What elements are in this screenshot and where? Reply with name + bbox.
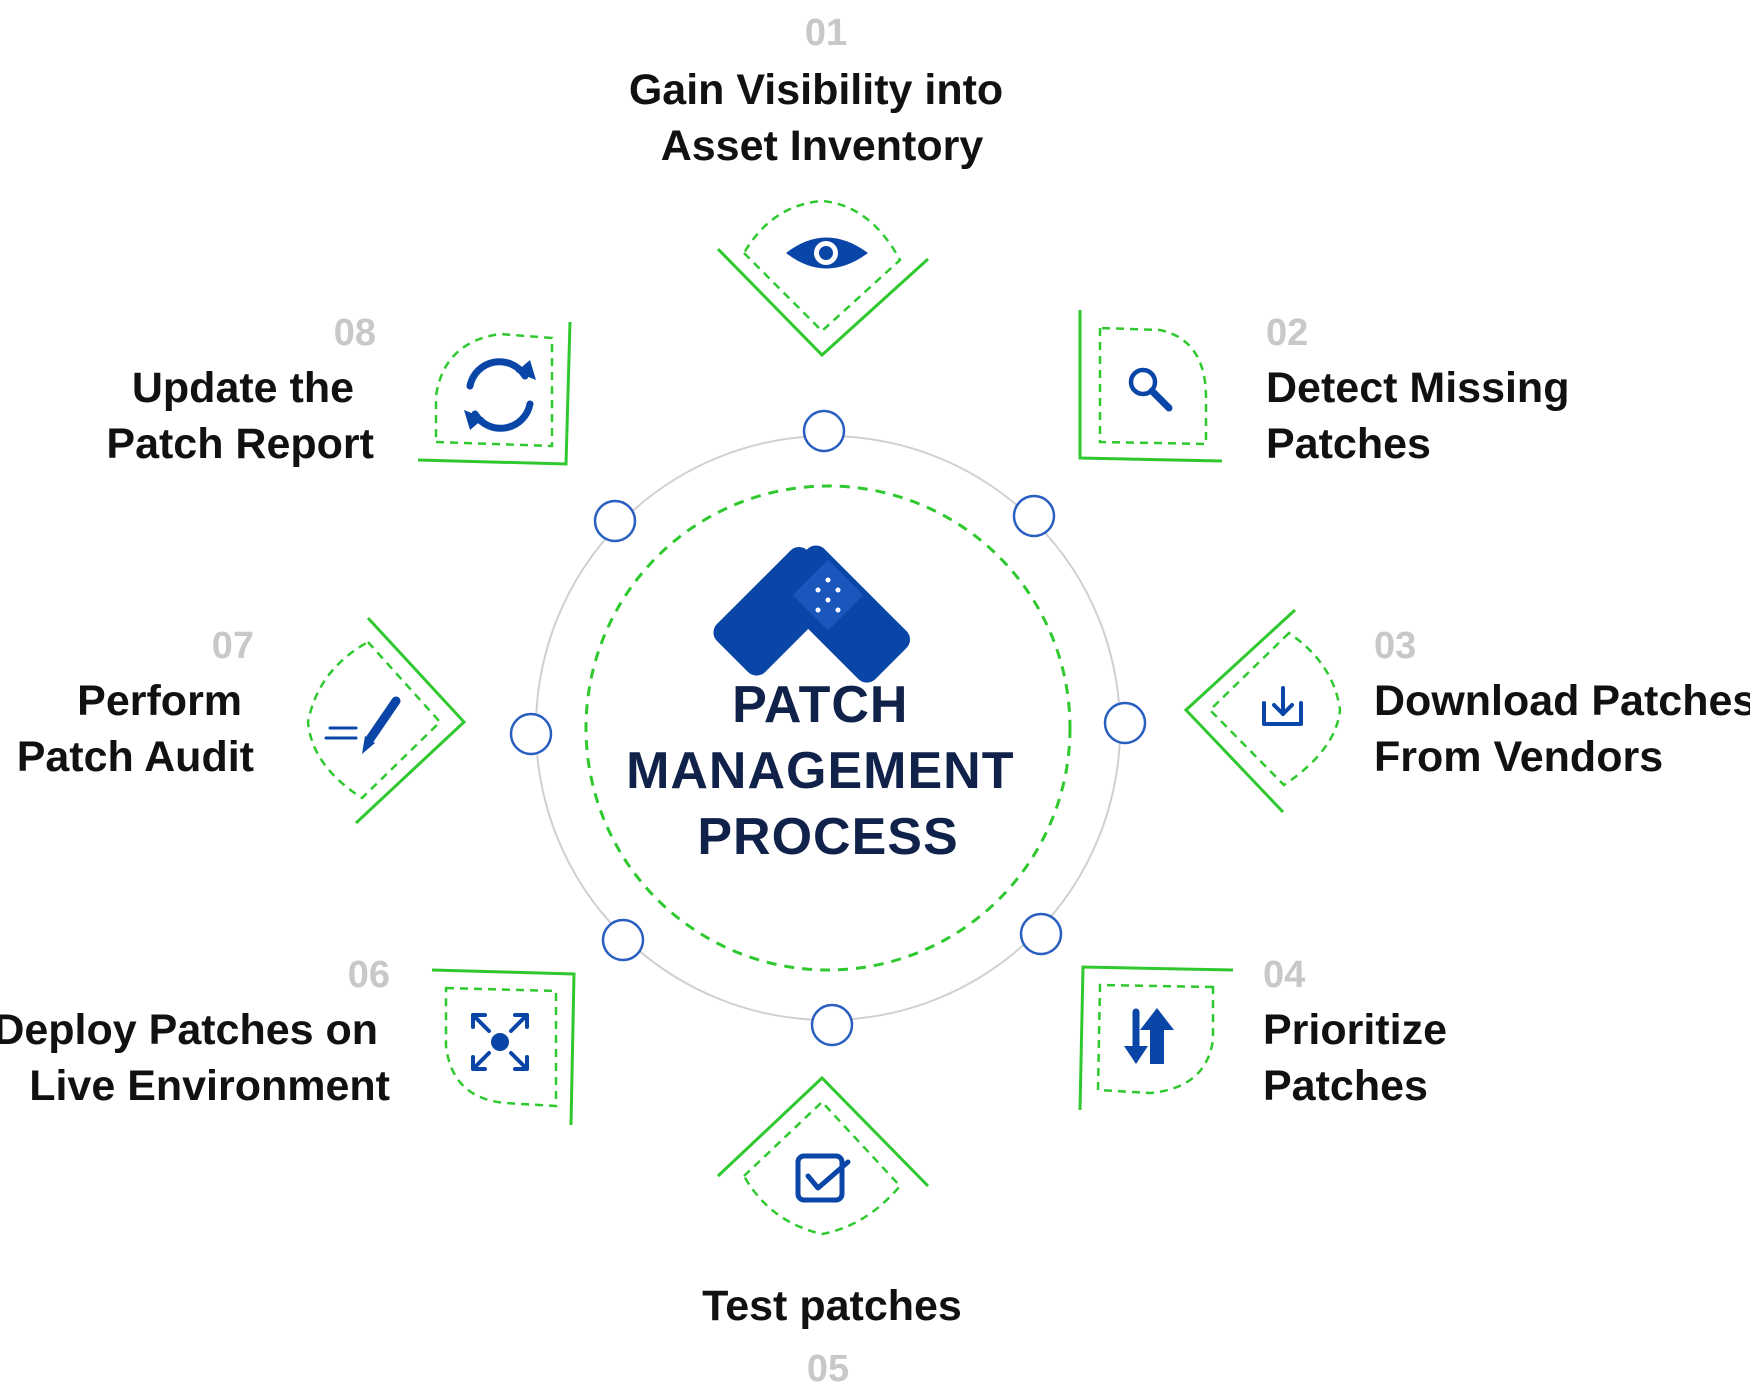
step-title: Deploy Patches on Live Environment bbox=[0, 1006, 390, 1110]
pencil-icon bbox=[324, 696, 401, 754]
step-01: 01 Gain Visibility into Asset Inventory bbox=[629, 12, 1015, 358]
step-number: 03 bbox=[1374, 625, 1416, 667]
magnifier-icon bbox=[1128, 367, 1173, 412]
step-02: 02 Detect Missing Patches bbox=[1078, 310, 1581, 468]
ring-node-02 bbox=[1012, 494, 1056, 538]
inner-dashed-ring bbox=[584, 484, 1072, 972]
step-number: 08 bbox=[334, 312, 376, 354]
center-title-line-3: PROCESS bbox=[697, 808, 958, 866]
refresh-icon bbox=[464, 358, 536, 432]
step-number: 05 bbox=[807, 1348, 849, 1383]
step-frame bbox=[431, 968, 576, 1126]
step-number: 02 bbox=[1266, 312, 1308, 354]
expand-arrows-icon bbox=[471, 1013, 529, 1071]
step-03: 03 Download Patches From Vendors bbox=[1183, 608, 1750, 814]
step-number: 07 bbox=[212, 625, 254, 667]
step-frame bbox=[306, 616, 467, 825]
center-title: PATCH MANAGEMENT PROCESS bbox=[626, 676, 1030, 866]
ring-node-04 bbox=[1019, 912, 1063, 956]
step-title: Download Patches From Vendors bbox=[1374, 677, 1750, 781]
ring-node-06 bbox=[601, 918, 645, 962]
step-title: Test patches bbox=[702, 1282, 962, 1330]
eye-icon bbox=[786, 237, 868, 269]
step-title: Prioritize Patches bbox=[1263, 1006, 1459, 1110]
bandage-icon bbox=[713, 545, 911, 683]
step-title: Perform Patch Audit bbox=[17, 677, 254, 781]
ring-nodes bbox=[509, 409, 1147, 1047]
download-icon bbox=[1262, 686, 1303, 726]
center-title-line-1: PATCH bbox=[732, 676, 908, 734]
step-number: 04 bbox=[1263, 954, 1305, 996]
ring-node-08 bbox=[593, 499, 637, 543]
step-frame bbox=[716, 199, 930, 358]
ring-node-03 bbox=[1103, 701, 1147, 745]
ring-node-07 bbox=[509, 712, 553, 756]
checkbox-icon bbox=[795, 1153, 851, 1203]
step-frame bbox=[1183, 608, 1342, 814]
ring-node-05 bbox=[810, 1003, 854, 1047]
ring-node-01 bbox=[802, 409, 846, 453]
sort-arrows-icon bbox=[1124, 1008, 1174, 1064]
step-frame bbox=[1078, 310, 1223, 463]
step-04: 04 Prioritize Patches bbox=[1078, 954, 1459, 1111]
step-number: 01 bbox=[805, 12, 847, 54]
step-title: Gain Visibility into Asset Inventory bbox=[629, 66, 1015, 170]
step-07: 07 Perform Patch Audit bbox=[17, 616, 467, 825]
step-08: 08 Update the Patch Report bbox=[106, 312, 572, 468]
center-title-line-2: MANAGEMENT bbox=[626, 742, 1014, 800]
step-06: 06 Deploy Patches on Live Environment bbox=[0, 954, 576, 1126]
step-frame bbox=[716, 1075, 930, 1236]
step-number: 06 bbox=[348, 954, 390, 996]
step-frame bbox=[1078, 965, 1234, 1111]
step-frame bbox=[417, 321, 572, 466]
step-05: Test patches 05 bbox=[702, 1075, 962, 1383]
step-title: Update the Patch Report bbox=[106, 364, 374, 468]
step-title: Detect Missing Patches bbox=[1266, 364, 1581, 468]
